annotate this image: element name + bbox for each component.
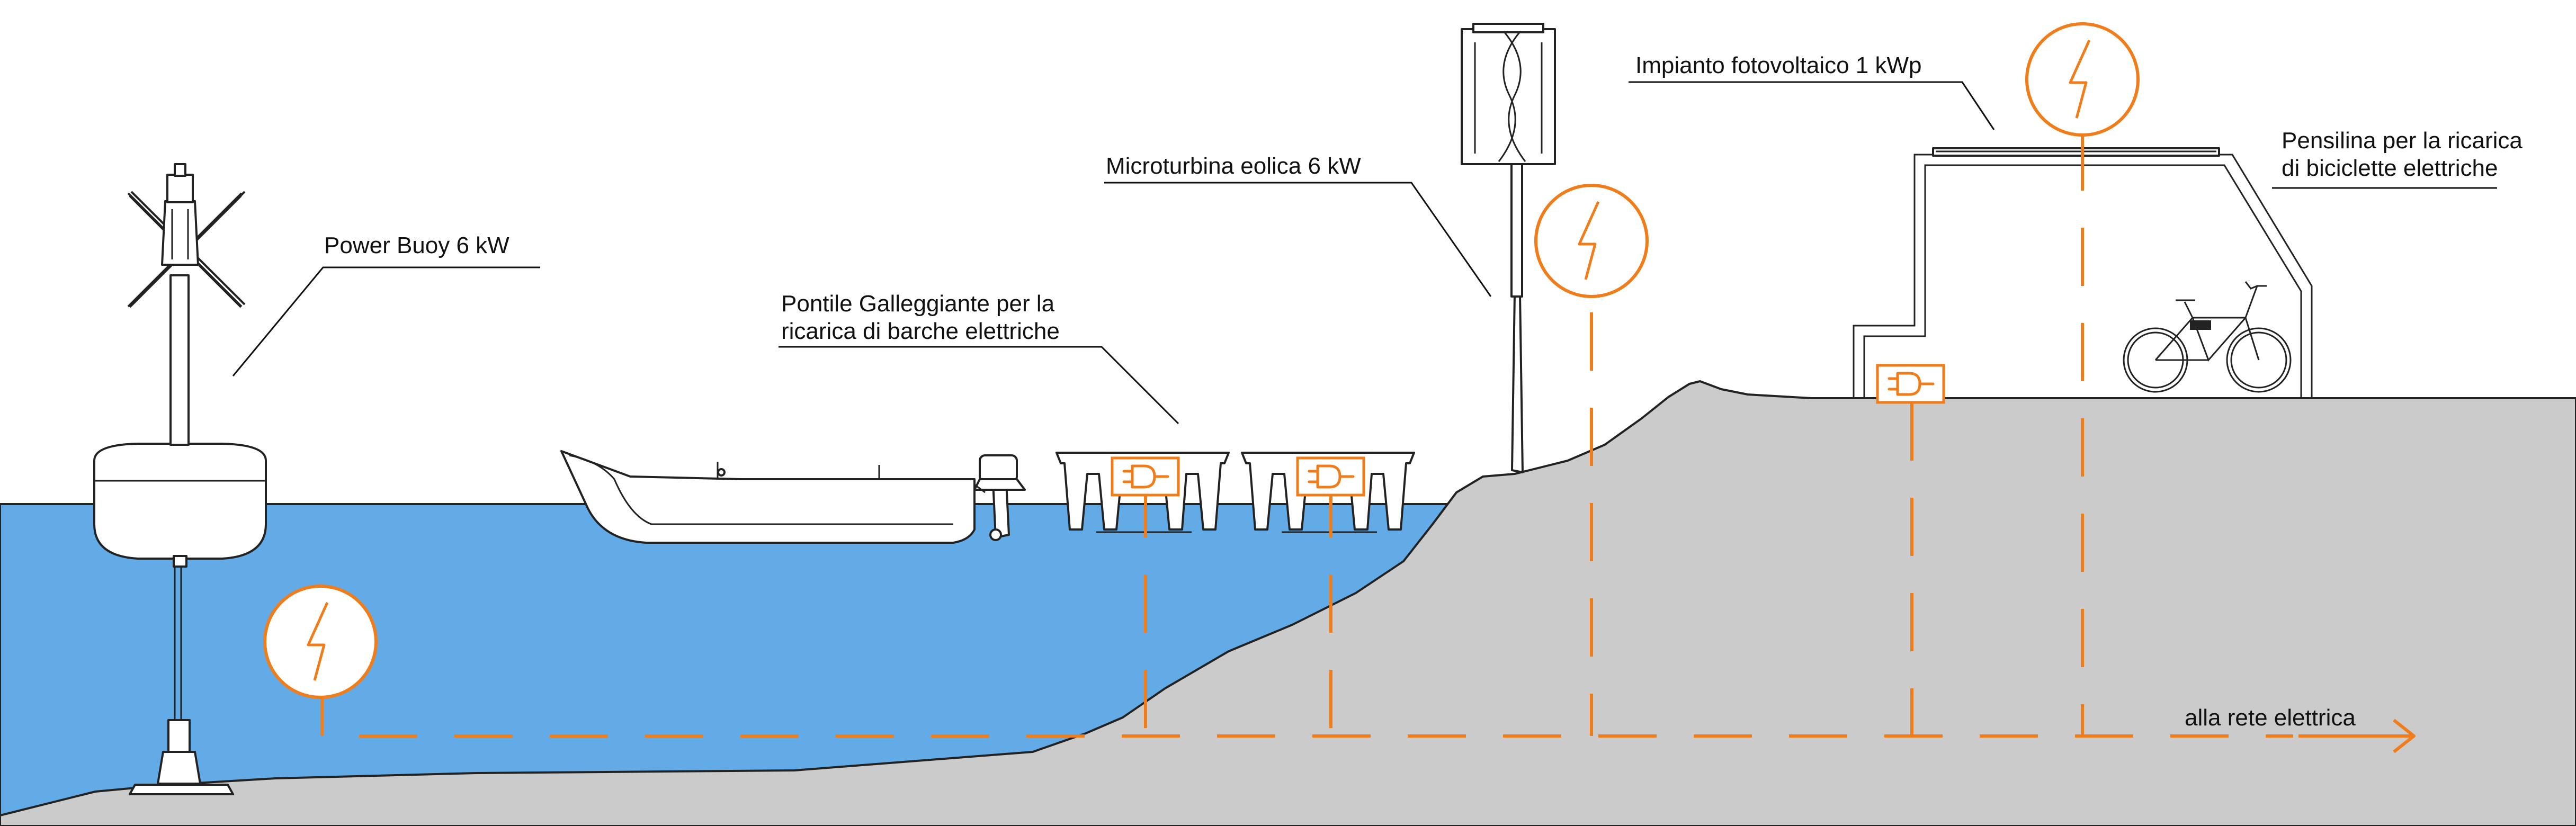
leader-microturbine bbox=[1104, 182, 1492, 297]
label-pontoon-line2: ricarica di barche elettriche bbox=[781, 318, 1060, 344]
plug-icon bbox=[1876, 364, 1945, 404]
label-shelter-line1: Pensilina per la ricarica bbox=[2282, 128, 2523, 154]
lightning-bolt-icon bbox=[263, 585, 378, 699]
electric-boat bbox=[560, 450, 1026, 544]
bike-charging-shelter bbox=[1853, 147, 2313, 398]
label-pontoon-line1: Pontile Galleggiante per la bbox=[781, 291, 1055, 317]
power-buoy bbox=[93, 163, 267, 795]
label-microturbine: Microturbina eolica 6 kW bbox=[1106, 153, 1361, 179]
label-shelter-line2: di biciclette elettriche bbox=[2282, 155, 2498, 181]
label-pv-plant: Impianto fotovoltaico 1 kWp bbox=[1635, 52, 1921, 78]
leader-pontoon bbox=[779, 346, 1179, 425]
lightning-bolt-icon bbox=[2025, 22, 2140, 137]
electric-bicycle bbox=[2123, 281, 2292, 393]
arrow-right-icon bbox=[2393, 719, 2416, 753]
plug-icon bbox=[1296, 456, 1365, 497]
leader-pv-plant bbox=[1629, 81, 1995, 130]
label-grid: alla rete elettrica bbox=[2185, 705, 2356, 731]
leader-power-buoy bbox=[232, 266, 540, 376]
ground bbox=[0, 380, 2576, 826]
wind-microturbine bbox=[1461, 23, 1556, 473]
plug-icon bbox=[1111, 456, 1180, 497]
lightning-bolt-icon bbox=[1534, 184, 1649, 298]
label-power-buoy: Power Buoy 6 kW bbox=[324, 232, 509, 258]
